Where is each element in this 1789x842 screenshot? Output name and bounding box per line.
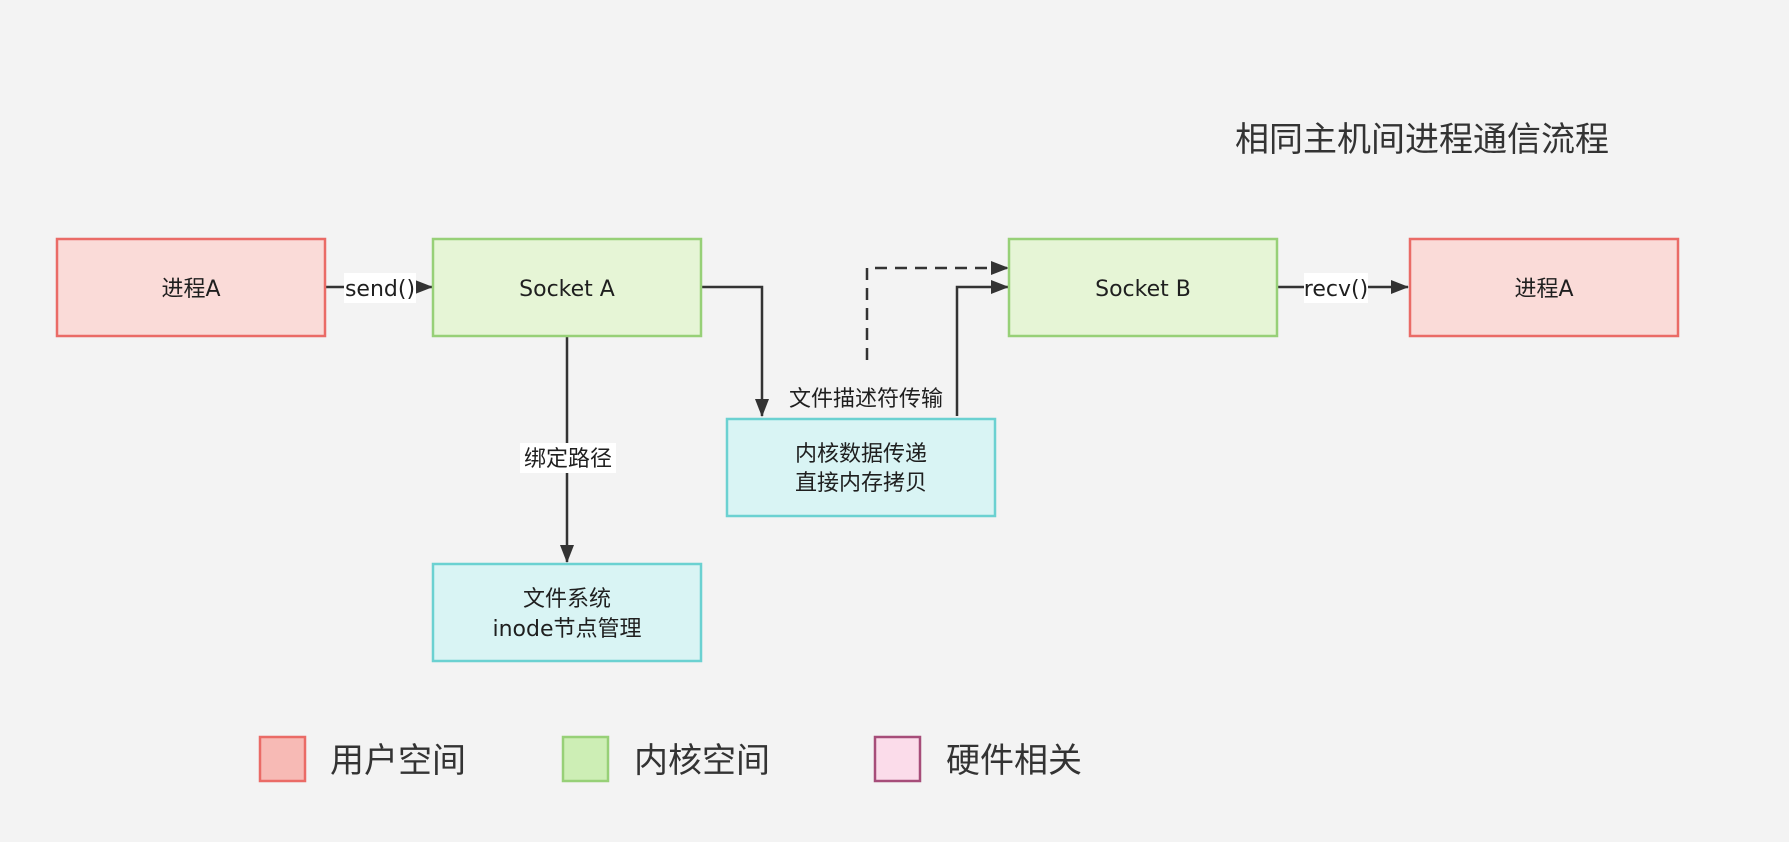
node-filesystem-line-1: 文件系统 bbox=[523, 587, 611, 612]
edge-dashed-to-socket-b bbox=[865, 261, 1009, 360]
edges: send() 文件描述符传输 recv() 绑定路径 bbox=[326, 261, 1409, 563]
node-process-a-left-label: 进程A bbox=[161, 277, 220, 302]
node-kernel-transfer-box bbox=[725, 417, 997, 518]
node-socket-a-box bbox=[431, 237, 703, 338]
edge-send-label: send() bbox=[345, 277, 415, 302]
node-process-a-right-box bbox=[1408, 237, 1680, 338]
node-process-a-left-box bbox=[55, 237, 327, 338]
node-filesystem[interactable]: 文件系统 inode节点管理 bbox=[431, 562, 703, 663]
node-kernel-transfer[interactable]: 内核数据传递 直接内存拷贝 bbox=[725, 417, 997, 518]
legend: 用户空间 内核空间 硬件相关 bbox=[258, 735, 1082, 783]
edge-recv-label: recv() bbox=[1304, 277, 1368, 302]
legend-swatch-user bbox=[258, 735, 307, 783]
nodes: 进程A Socket A Socket B 进程A 内核数据传递 直接内存拷贝 … bbox=[55, 237, 1680, 663]
node-filesystem-line-2: inode节点管理 bbox=[492, 617, 641, 642]
node-kernel-transfer-line-1: 内核数据传递 bbox=[795, 442, 927, 467]
edge-kernel-to-socket-b bbox=[955, 280, 1009, 416]
edge-bind-label-bg bbox=[520, 443, 616, 473]
legend-label-hardware: 硬件相关 bbox=[946, 741, 1082, 781]
edge-bind-path-label: 绑定路径 bbox=[524, 447, 612, 472]
edge-fd-transfer-label: 文件描述符传输 bbox=[789, 387, 943, 412]
diagram-title: 相同主机间进程通信流程 bbox=[1235, 120, 1609, 160]
edge-recv-label-bg bbox=[1304, 273, 1368, 303]
node-filesystem-box bbox=[431, 562, 703, 663]
node-socket-a[interactable]: Socket A bbox=[431, 237, 703, 338]
legend-label-user: 用户空间 bbox=[330, 741, 466, 781]
node-socket-a-label: Socket A bbox=[519, 277, 615, 302]
edge-socket-a-to-kernel bbox=[702, 285, 769, 417]
legend-swatch-hardware bbox=[873, 735, 922, 783]
legend-label-kernel: 内核空间 bbox=[634, 741, 770, 781]
node-socket-b-box bbox=[1007, 237, 1279, 338]
node-kernel-transfer-line-2: 直接内存拷贝 bbox=[795, 471, 927, 496]
node-socket-b-label: Socket B bbox=[1095, 277, 1191, 302]
node-process-a-right[interactable]: 进程A bbox=[1408, 237, 1680, 338]
legend-swatch-kernel bbox=[561, 735, 610, 783]
node-process-a-left[interactable]: 进程A bbox=[55, 237, 327, 338]
node-process-a-right-label: 进程A bbox=[1514, 277, 1573, 302]
edge-send-label-bg bbox=[344, 273, 416, 303]
node-socket-b[interactable]: Socket B bbox=[1007, 237, 1279, 338]
